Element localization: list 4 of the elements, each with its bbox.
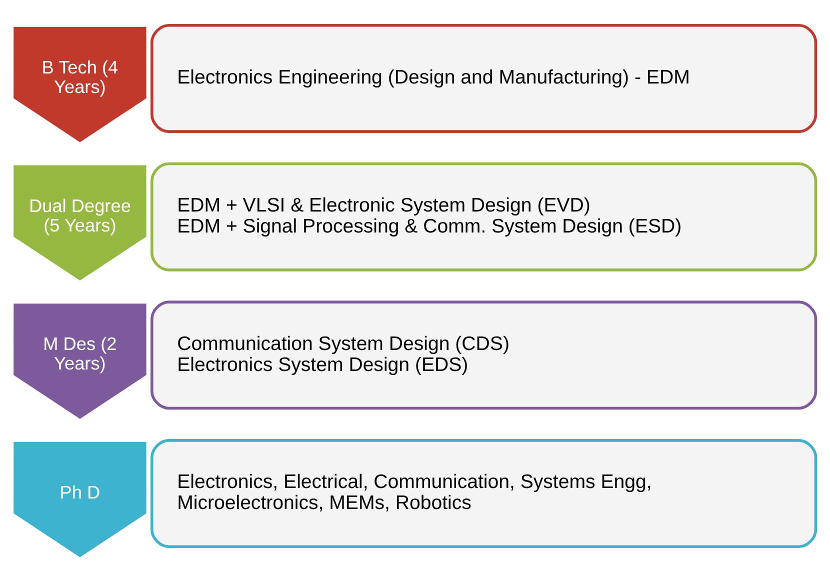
node-box: Electronics Engineering (Design and Manufacturing) - EDM (150, 23, 818, 132)
node-box: Electronics, Electrical, Communication, Systems Engg, Microelectronics, MEMs, Robotics (150, 438, 818, 548)
node-box: Communication System Design (CDS) Electronics System Design (EDS) (150, 300, 818, 410)
node-box: EDM + VLSI & Electronic System Design (EVD) EDM + Signal Processing & Comm. System Design (ESD) (150, 162, 818, 271)
